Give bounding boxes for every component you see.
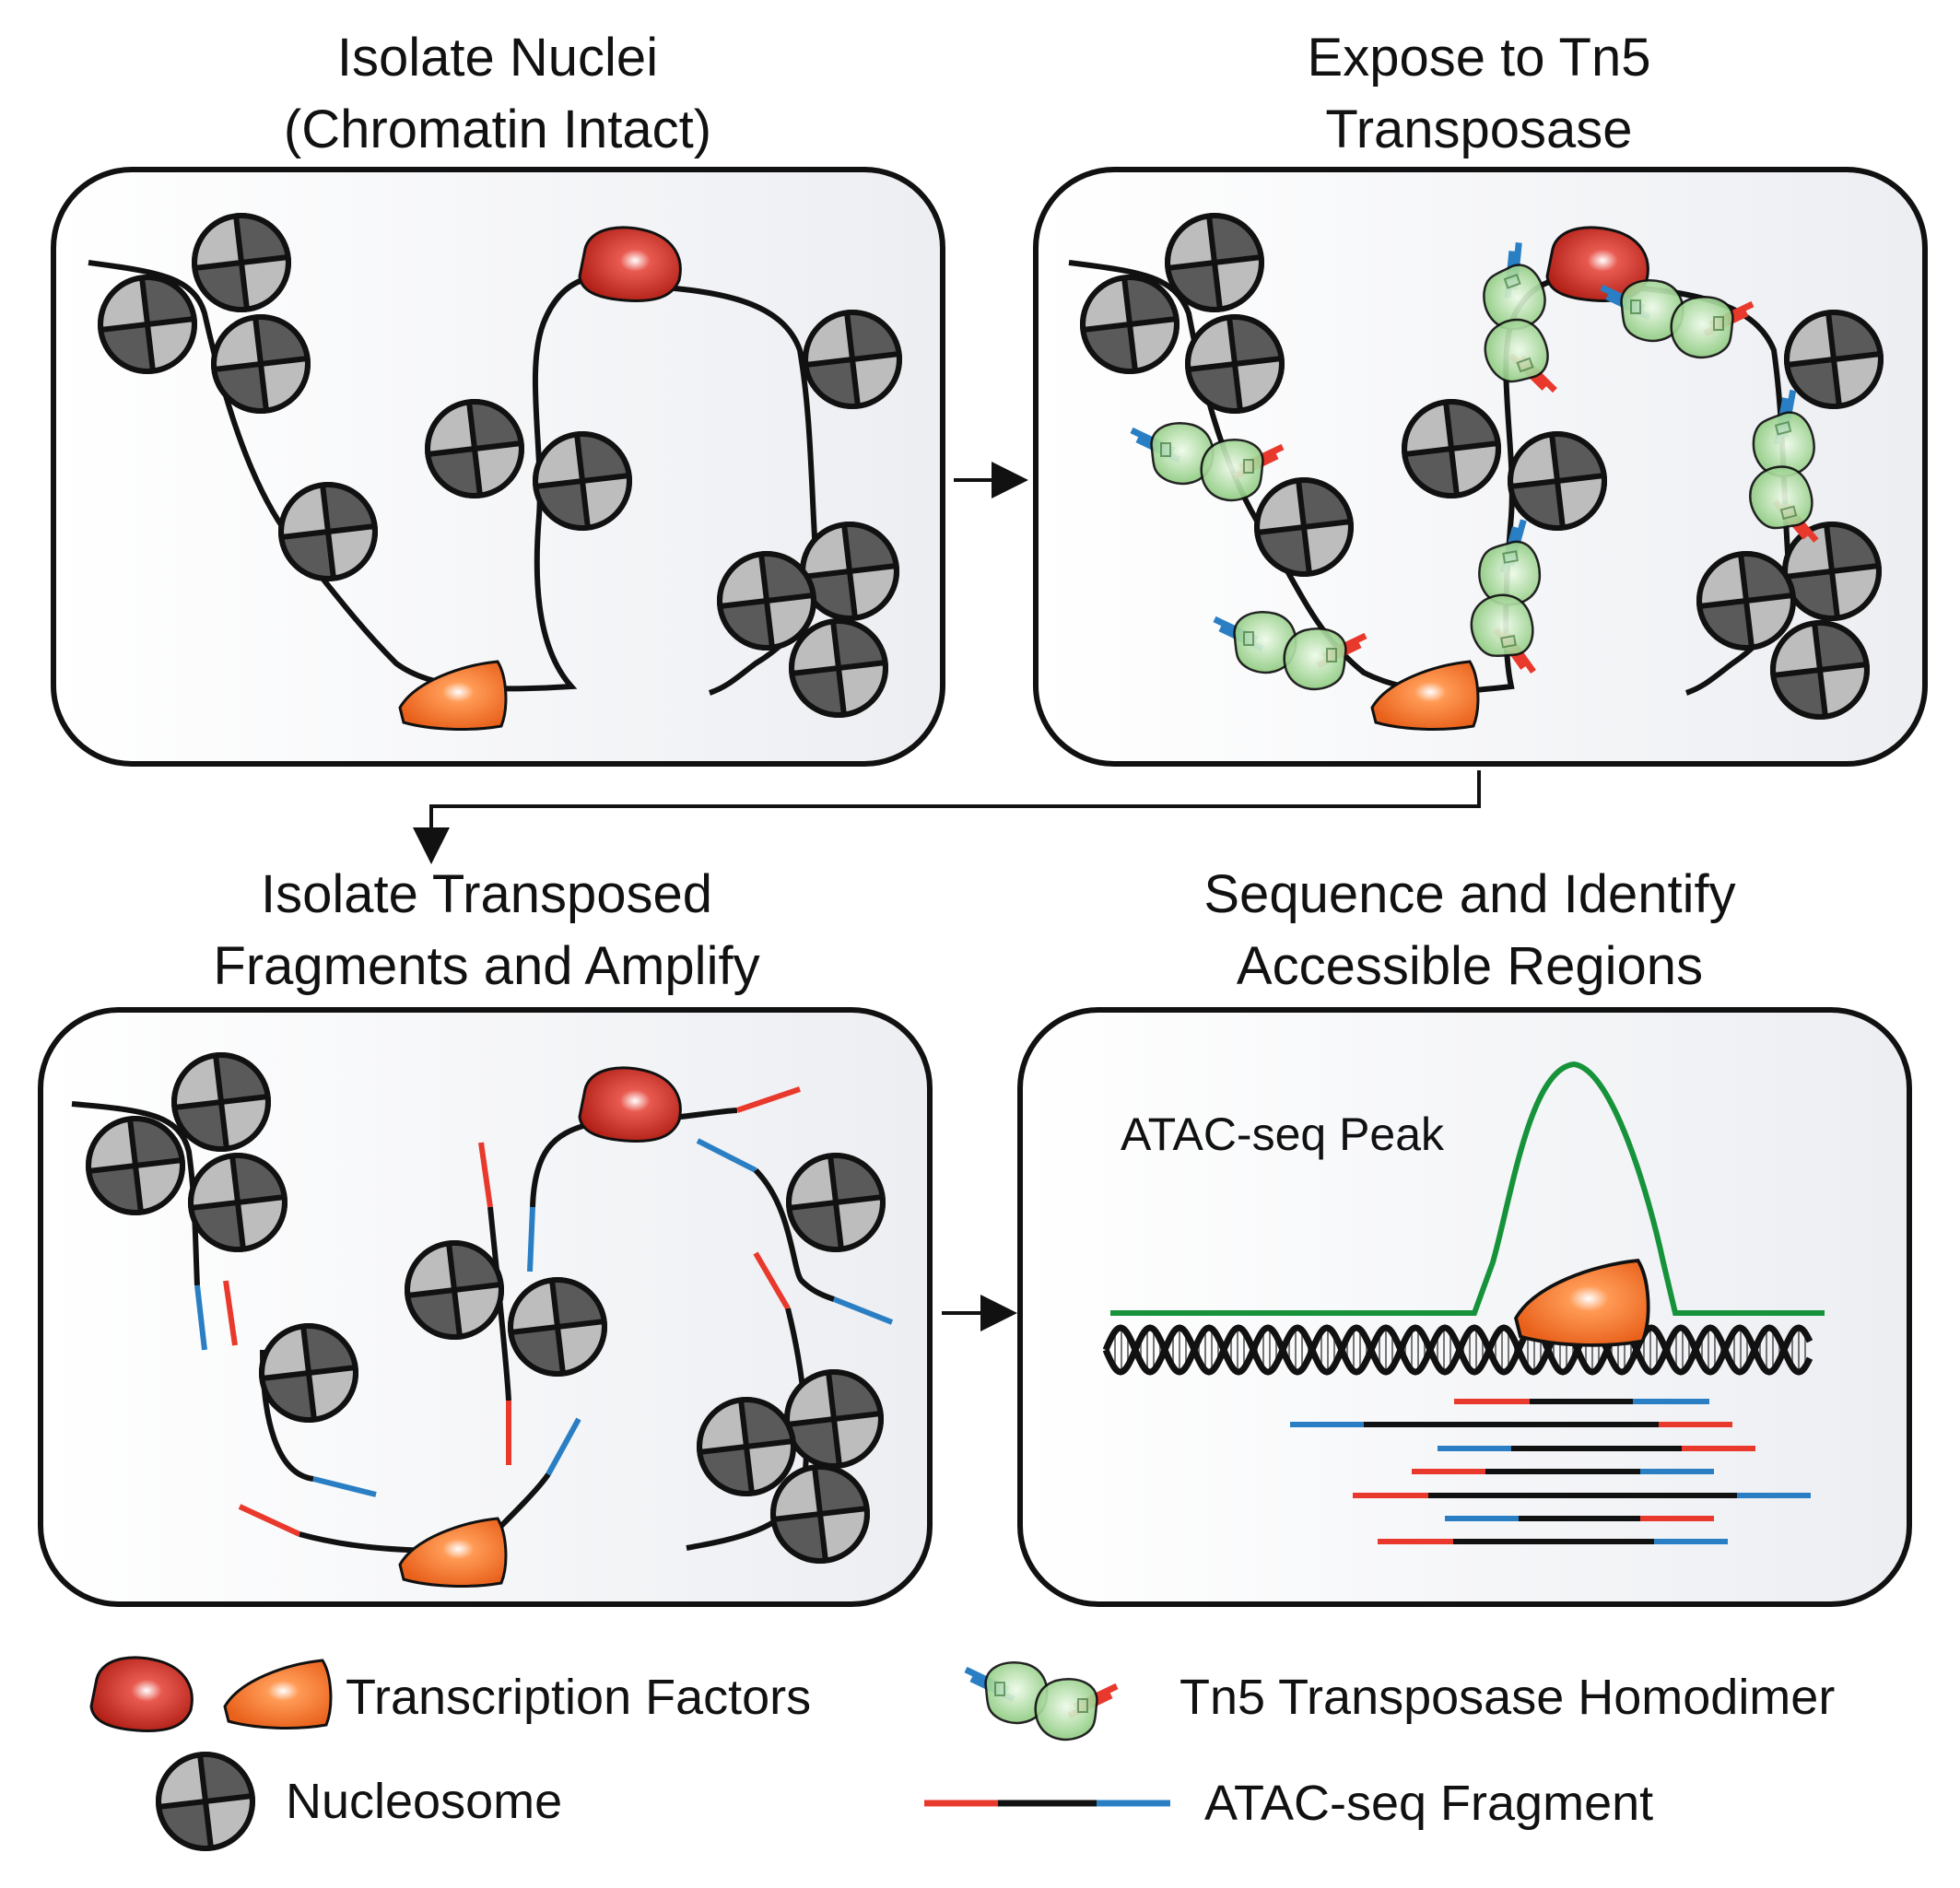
nucleosome-icon (511, 1280, 604, 1375)
atac-peak-line (1110, 1061, 1825, 1316)
panel4-title-line2: Accessible Regions (1237, 936, 1703, 996)
legend-fragment: ATAC-seq Fragment (1204, 1776, 1653, 1831)
nucleosome-icon (803, 524, 897, 619)
nucleosome-icon (699, 1400, 793, 1495)
legend-nucleosome: Nucleosome (286, 1774, 562, 1829)
nucleosome-icon (1510, 434, 1604, 529)
transcription-factor-orange-icon (223, 1659, 333, 1730)
nucleosome-icon (428, 402, 522, 497)
tn5-dimer-icon (966, 1662, 1117, 1740)
nucleosome-icon (262, 1326, 356, 1421)
arrow-icon (413, 770, 1481, 864)
nucleosome-icon (1404, 402, 1498, 497)
nucleosome-icon (1168, 216, 1262, 311)
nucleosome-icon (1785, 524, 1879, 619)
sequenced-fragments (1290, 1399, 1811, 1544)
nucleosome-icon (100, 277, 194, 372)
panel2-title-line2: Transposase (1325, 100, 1632, 159)
atac-seq-peak-label: ATAC-seq Peak (1121, 1108, 1445, 1160)
nucleosome-icon (1188, 317, 1282, 412)
panel3-title-line1: Isolate Transposed (261, 864, 712, 924)
legend-transcription-factors: Transcription Factors (346, 1670, 811, 1725)
nucleosome-icon (1787, 312, 1881, 407)
nucleosome-icon (88, 1119, 182, 1214)
nucleosome-icon (407, 1243, 501, 1338)
nucleosome-icon (720, 554, 814, 649)
legend: Transcription Factors Nucleosome Tn5 Tra… (89, 1656, 1835, 1849)
panel-isolate-fragments: Isolate Transposed Fragments and Amplify (38, 864, 933, 1607)
dna-helix-icon (1102, 1324, 1813, 1376)
nucleosome-icon (773, 1467, 867, 1562)
nucleosome-icon (805, 312, 899, 407)
nucleosome-icon (792, 621, 886, 716)
panel-isolate-nuclei: Isolate Nuclei (Chromatin Intact) (51, 28, 945, 767)
legend-tn5: Tn5 Transposase Homodimer (1180, 1670, 1835, 1725)
panel2-title-line1: Expose to Tn5 (1308, 28, 1651, 88)
nucleosome-icon (1257, 480, 1351, 575)
transcription-factor-red-icon (578, 1066, 682, 1143)
nucleosome-icon (1699, 554, 1793, 649)
panel-expose-tn5: Expose to Tn5 Transposase (1033, 28, 1928, 767)
transcription-factor-red-icon (578, 226, 682, 302)
nucleosome-icon (1083, 277, 1177, 372)
dna-strand (1102, 1324, 1813, 1376)
nucleosome-icon (158, 1754, 252, 1849)
panel3-title-line2: Fragments and Amplify (213, 936, 759, 996)
nucleosome-icon (191, 1155, 285, 1250)
nucleosome-icon (789, 1155, 883, 1250)
nucleosome-icon (174, 1055, 268, 1150)
transcription-factor-red-icon (89, 1656, 194, 1732)
nucleosome-icon (214, 317, 308, 412)
nucleosome-icon (281, 485, 375, 580)
panel1-title-line1: Isolate Nuclei (337, 28, 658, 88)
panel4-title-line1: Sequence and Identify (1203, 864, 1735, 924)
nucleosome-icon (787, 1372, 881, 1467)
nucleosome-icon (1773, 623, 1867, 718)
panel1-title-line2: (Chromatin Intact) (284, 100, 711, 159)
nucleosome-icon (194, 216, 288, 311)
panel-sequence-identify: Sequence and Identify Accessible Regions… (1017, 864, 1912, 1607)
nucleosome-icon (535, 434, 629, 529)
